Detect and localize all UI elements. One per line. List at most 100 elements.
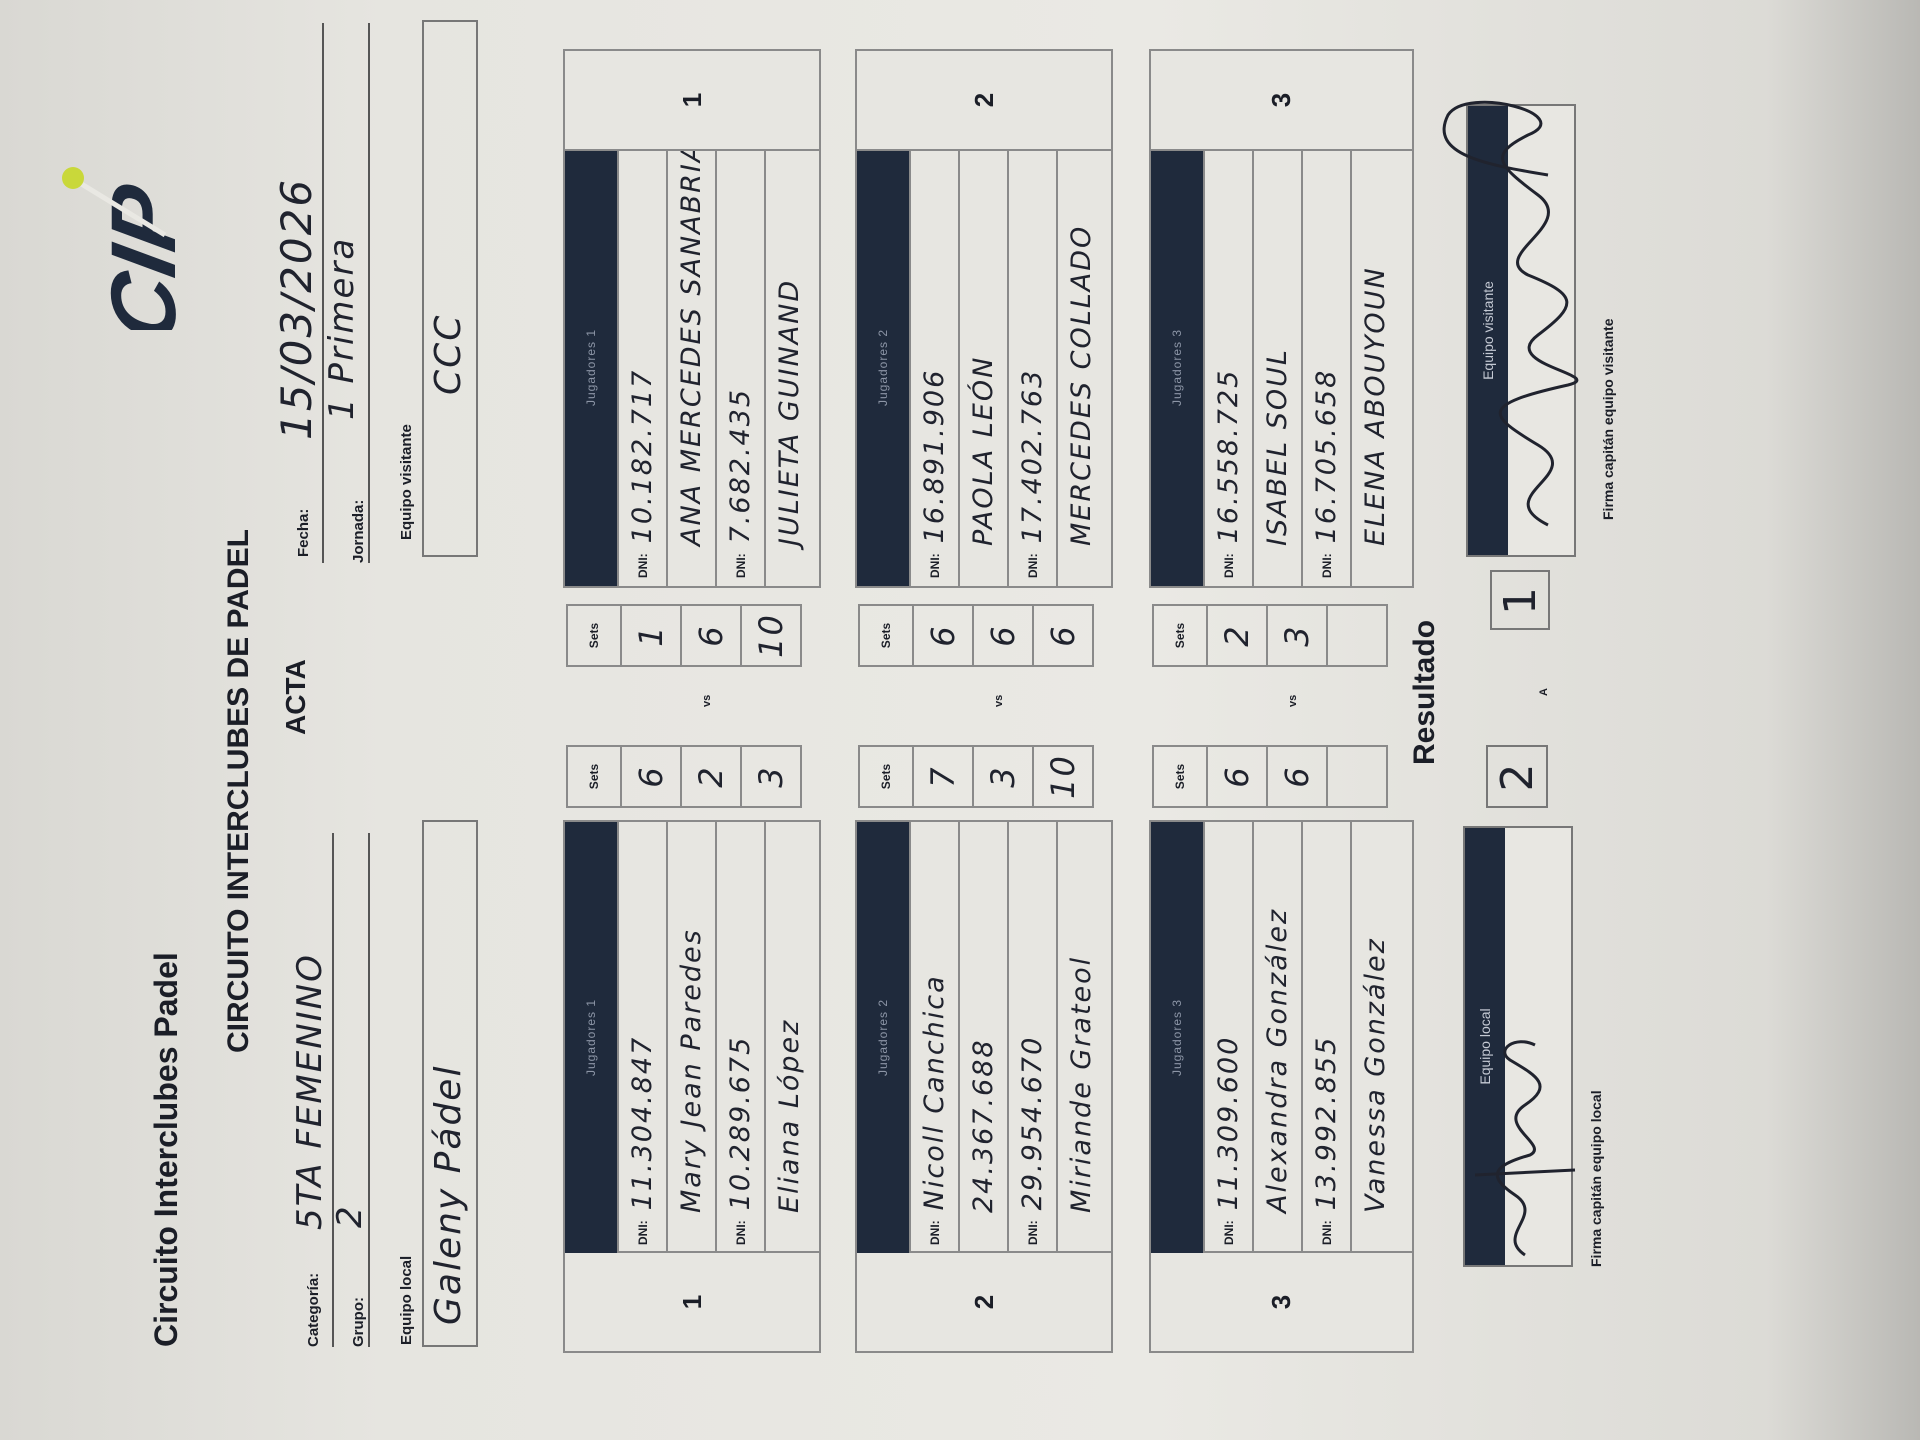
set-2-score[interactable]: 6 xyxy=(1266,747,1326,806)
set-2-score[interactable]: 6 xyxy=(972,606,1032,665)
player-name-row[interactable]: Eliana López xyxy=(764,822,813,1253)
match-1-visitante-number: 1 xyxy=(565,51,819,151)
resultado-title: Resultado xyxy=(1408,619,1441,765)
doc-type: ACTA xyxy=(280,659,311,735)
set-3-score[interactable] xyxy=(1326,606,1386,665)
player-name: Miriande Grateol xyxy=(1066,955,1097,1213)
set-3-score[interactable]: 6 xyxy=(1032,606,1092,665)
org-title: Circuito Interclubes Padel xyxy=(148,952,184,1347)
player-dni-row[interactable]: DNI: 17.402.763 xyxy=(1007,149,1056,586)
categoria-value[interactable]: 5TA FEMENINO xyxy=(290,953,330,1230)
player-dni-row[interactable]: DNI:11.309.600 xyxy=(1203,822,1252,1253)
sets-header: Sets xyxy=(1173,622,1187,649)
player-name-row[interactable]: 24.367.688 xyxy=(958,822,1007,1253)
player-name-row[interactable]: Alexandra González xyxy=(1252,822,1301,1253)
set-1-score[interactable]: 1 xyxy=(620,606,680,665)
player-dni-row[interactable]: DNI: 29.954.670 xyxy=(1007,822,1056,1253)
grupo-value[interactable]: 2 xyxy=(330,1204,370,1228)
equipo-local-box[interactable]: Galeny Pádel xyxy=(422,820,478,1347)
match-2-local-number: 2 xyxy=(857,1251,1111,1351)
resultado-local[interactable]: 2 xyxy=(1486,745,1548,808)
firma-local-box[interactable]: Equipo local xyxy=(1463,826,1576,1267)
set-1-score[interactable]: 6 xyxy=(912,606,972,665)
player-name-row[interactable]: ANA MERCEDES SANABRIA xyxy=(666,149,715,586)
player-dni-row[interactable]: DNI:11.304.847 xyxy=(617,822,666,1253)
sets-header: Sets xyxy=(587,622,601,649)
set-3-score[interactable]: 10 xyxy=(740,606,800,665)
set-2-score[interactable]: 3 xyxy=(972,747,1032,806)
dni-label: DNI: xyxy=(1025,553,1040,578)
set-2-score[interactable]: 6 xyxy=(680,606,740,665)
players-header: Jugadores 3 xyxy=(1151,149,1203,586)
set-3-score[interactable]: 10 xyxy=(1032,747,1092,806)
equipo-visitante-label: Equipo visitante xyxy=(398,424,415,540)
equipo-local-label: Equipo local xyxy=(398,1255,415,1345)
jornada-value[interactable]: 1 Primera xyxy=(322,236,362,420)
set-2-score[interactable]: 2 xyxy=(680,747,740,806)
player-dni: 17.402.763 xyxy=(1017,368,1048,544)
fecha-value[interactable]: 15/03/2026 xyxy=(272,177,321,440)
firma-visitante-box[interactable]: Equipo visitante xyxy=(1442,100,1579,557)
player-name: 24.367.688 xyxy=(968,1038,999,1213)
main-title: CIRCUITO INTERCLUBES DE PADEL xyxy=(222,529,255,1053)
match-2-vs: vs xyxy=(993,694,1005,707)
resultado-separator: A xyxy=(1538,688,1550,696)
player-dni-row[interactable]: DNI:16.705.658 xyxy=(1301,149,1350,586)
player-dni-row[interactable]: DNI:10.182.717 xyxy=(617,149,666,586)
set-1-score[interactable]: 7 xyxy=(912,747,972,806)
set-3-score[interactable] xyxy=(1326,747,1386,806)
set-1-score[interactable]: 2 xyxy=(1206,606,1266,665)
player-dni-row[interactable]: DNI:7.682.435 xyxy=(715,149,764,586)
player-name-row[interactable]: Mary Jean Paredes xyxy=(666,822,715,1253)
player-dni: 29.954.670 xyxy=(1017,1035,1048,1211)
player-name-row[interactable]: JULIETA GUINAND xyxy=(764,149,813,586)
firma-local-caption: Firma capitán equipo local xyxy=(1588,1090,1604,1267)
player-dni-row[interactable]: DNI:10.289.675 xyxy=(715,822,764,1253)
player-dni: 11.304.847 xyxy=(627,1035,658,1211)
players-header: Jugadores 2 xyxy=(857,149,909,586)
dni-label: DNI: xyxy=(733,553,748,578)
dni-label: DNI: xyxy=(1319,553,1334,578)
sets-header: Sets xyxy=(587,763,601,790)
players-header: Jugadores 2 xyxy=(857,822,909,1253)
player-dni: 13.992.855 xyxy=(1311,1035,1342,1211)
player-dni-row[interactable]: DNI:Nicoll Canchica xyxy=(909,822,958,1253)
player-name-row[interactable]: MERCEDES COLLADO xyxy=(1056,149,1105,586)
resultado-visitante[interactable]: 1 xyxy=(1490,570,1550,630)
dni-label: DNI: xyxy=(1025,1220,1040,1245)
player-dni-row[interactable]: DNI:16.558.725 xyxy=(1203,149,1252,586)
set-1-score[interactable]: 6 xyxy=(620,747,680,806)
match-1-vs: vs xyxy=(701,694,713,707)
player-name-row[interactable]: PAOLA LEÓN xyxy=(958,149,1007,586)
set-2-score[interactable]: 3 xyxy=(1266,606,1326,665)
player-name-row[interactable]: ISABEL SOUL xyxy=(1252,149,1301,586)
dni-label: DNI: xyxy=(1319,1220,1334,1245)
player-dni-row[interactable]: DNI: 13.992.855 xyxy=(1301,822,1350,1253)
player-dni-row[interactable]: DNI:16.891.906 xyxy=(909,149,958,586)
player-name-row[interactable]: Vanessa González xyxy=(1350,822,1399,1253)
players-header: Jugadores 1 xyxy=(565,149,617,586)
player-name-row[interactable]: Miriande Grateol xyxy=(1056,822,1105,1253)
equipo-visitante-box[interactable]: CCC xyxy=(422,20,478,557)
player-dni: 16.891.906 xyxy=(919,368,950,544)
dni-label: DNI: xyxy=(635,553,650,578)
player-name: JULIETA GUINAND xyxy=(774,278,805,546)
player-name-row[interactable]: ELENA ABOUYOUN xyxy=(1350,149,1399,586)
player-name: ELENA ABOUYOUN xyxy=(1360,266,1391,546)
match-3-local-number: 3 xyxy=(1151,1251,1412,1351)
set-3-score[interactable]: 3 xyxy=(740,747,800,806)
set-1-score[interactable]: 6 xyxy=(1206,747,1266,806)
